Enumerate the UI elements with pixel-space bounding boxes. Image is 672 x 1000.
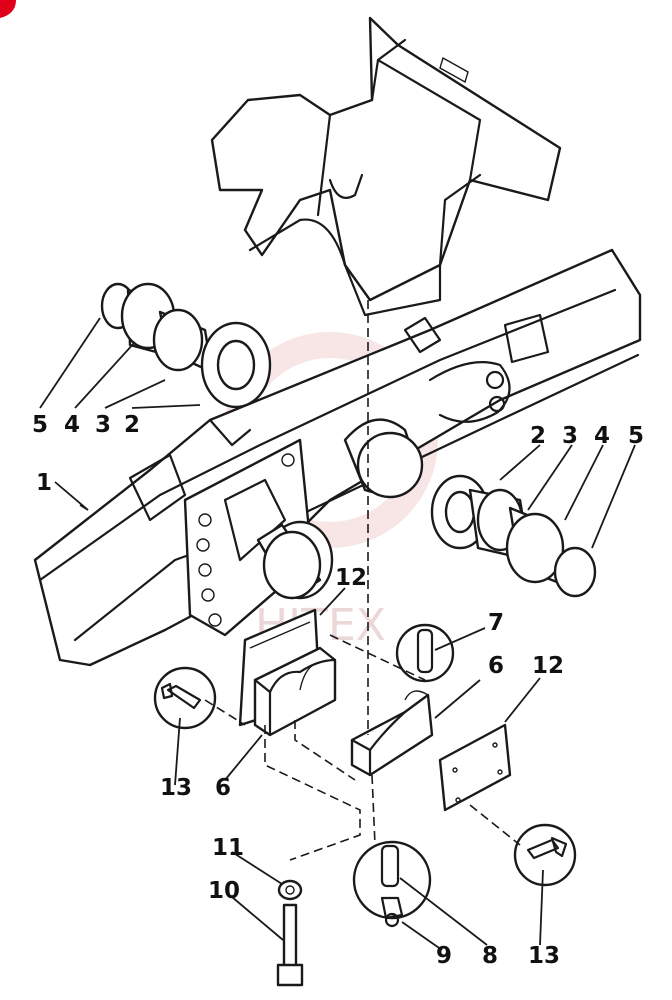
- callouts: 1 5 4 3 2 2 3 4 5 12 7 6 12 13 6 11 10 9…: [32, 412, 644, 969]
- callout-5-right: 5: [628, 423, 644, 449]
- callout-10: 10: [208, 878, 240, 904]
- callout-4-right: 4: [594, 423, 610, 449]
- callout-6-right: 6: [488, 653, 504, 679]
- right-shim: [438, 723, 512, 812]
- right-bolt-detail: [513, 823, 577, 887]
- pin-fitting-detail: [352, 840, 432, 928]
- callout-3-left: 3: [95, 412, 111, 438]
- left-bolt-detail: [153, 666, 217, 730]
- callout-11: 11: [212, 835, 244, 861]
- callout-6-left: 6: [215, 775, 231, 801]
- nut-11: [277, 879, 303, 901]
- callout-13-right: 13: [528, 943, 560, 969]
- callout-5-left: 5: [32, 412, 48, 438]
- pin-7-detail: [395, 623, 455, 683]
- callout-13-left: 13: [160, 775, 192, 801]
- frame-cradle: [210, 16, 562, 317]
- right-bearing-cap: [350, 690, 434, 777]
- callout-1: 1: [36, 470, 52, 496]
- left-bearing-cap: [253, 646, 337, 737]
- callout-2-right: 2: [530, 423, 546, 449]
- corner-mark: [0, 0, 16, 18]
- right-bushing-set: [430, 474, 597, 598]
- callout-2-left: 2: [124, 412, 140, 438]
- callout-4-left: 4: [64, 412, 80, 438]
- left-trunnion: [256, 520, 334, 600]
- bolt-10: [276, 903, 304, 987]
- right-trunnion: [343, 418, 424, 499]
- callout-9: 9: [436, 943, 452, 969]
- leader-lines: [39, 317, 636, 951]
- left-bushing-set: [100, 282, 272, 409]
- callout-12-left: 12: [335, 565, 367, 591]
- callout-8: 8: [482, 943, 498, 969]
- callout-3-right: 3: [562, 423, 578, 449]
- assembly-lines: [204, 300, 521, 861]
- callout-7: 7: [488, 610, 504, 636]
- callout-12-right: 12: [532, 653, 564, 679]
